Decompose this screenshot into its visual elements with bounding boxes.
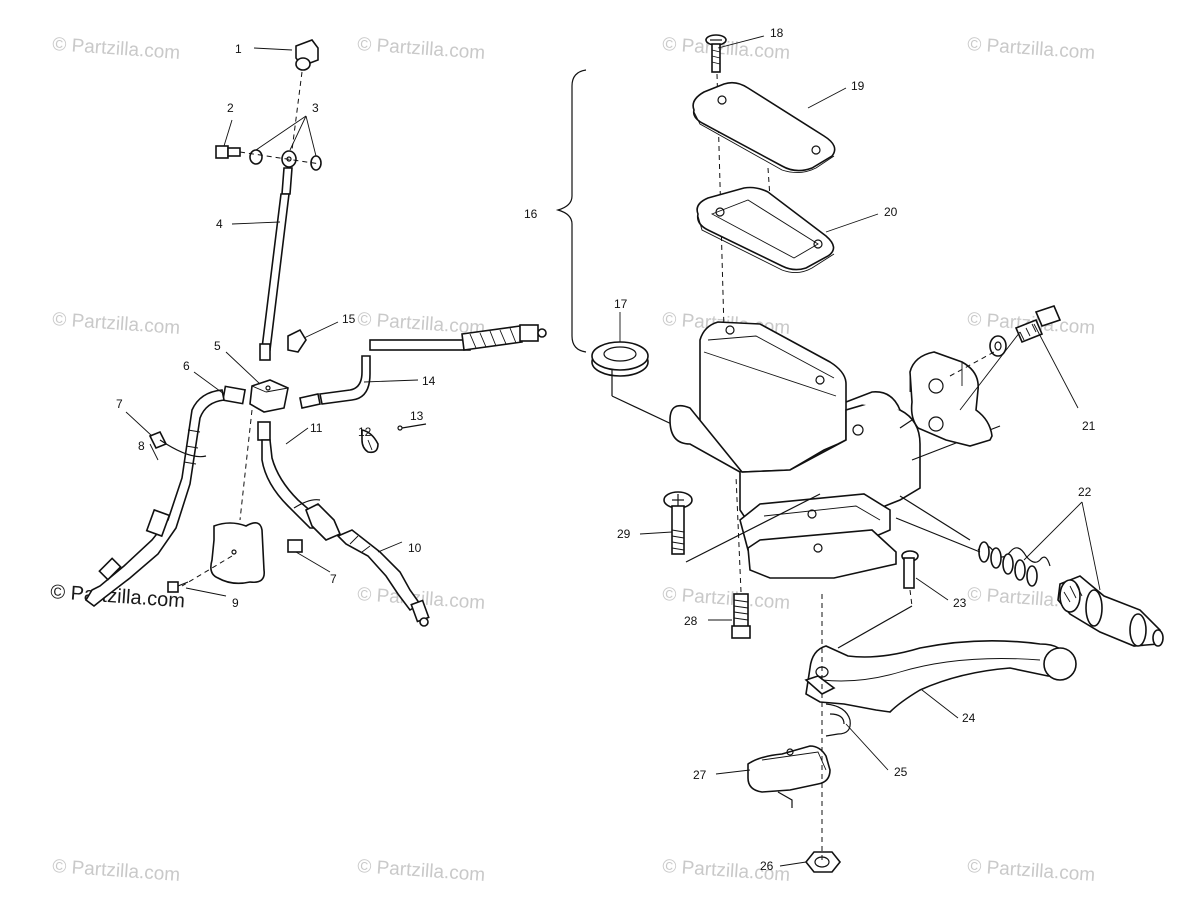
callout-25: 25 <box>894 765 908 779</box>
callout-24: 24 <box>962 711 976 725</box>
callout-12: 12 <box>358 425 372 439</box>
leader-lines <box>125 35 1101 867</box>
part-15-brake-switch <box>287 328 307 353</box>
part-27-switch-bracket <box>747 745 831 793</box>
callout-labels: 1 2 3 4 5 6 7 8 9 10 11 12 13 14 15 7 16… <box>116 26 1096 873</box>
watermark: © Partzilla.com <box>357 34 486 64</box>
callout-26: 26 <box>760 859 774 873</box>
part-14-hard-line <box>299 324 547 409</box>
part-8-left-hose <box>84 389 225 608</box>
callout-3: 3 <box>312 101 319 115</box>
callout-17: 17 <box>614 297 628 311</box>
watermark: © Partzilla.com <box>52 309 181 339</box>
watermark: © Partzilla.com <box>967 34 1096 64</box>
part-18-cover-screw <box>705 34 727 73</box>
watermark: © Partzilla.com <box>52 34 181 64</box>
watermark: © Partzilla.com <box>967 856 1096 886</box>
part-28-mounting-bolt <box>731 593 751 639</box>
callout-4: 4 <box>216 217 223 231</box>
rubber-pad <box>210 522 266 585</box>
part-22-spring-piston <box>977 541 1164 647</box>
master-cylinder-body <box>669 321 1001 579</box>
watermark: © Partzilla.com <box>357 856 486 886</box>
part-4-upper-hose <box>259 167 293 361</box>
part-23-pivot-bolt <box>901 550 919 589</box>
callout-9: 9 <box>232 596 239 610</box>
master-cylinder-assembly <box>555 34 1164 873</box>
callout-19: 19 <box>851 79 865 93</box>
callout-15: 15 <box>342 312 356 326</box>
part-7-hose-clamp <box>148 430 207 458</box>
brake-line-assembly <box>84 39 547 627</box>
callout-14: 14 <box>422 374 436 388</box>
callout-1: 1 <box>235 42 242 56</box>
watermarks: © Partzilla.com © Partzilla.com © Partzi… <box>50 34 1096 886</box>
part-7-hose-clamp <box>287 499 321 553</box>
part-13-screw <box>397 423 427 431</box>
part-20-diaphragm <box>696 186 835 273</box>
part-10-lower-hose <box>336 529 430 627</box>
part-1-banjo-fitting <box>295 39 319 71</box>
callout-16: 16 <box>524 207 538 221</box>
callout-8: 8 <box>138 439 145 453</box>
callout-7: 7 <box>116 397 123 411</box>
part-26-nut <box>804 851 842 873</box>
part-24-brake-lever <box>804 640 1077 713</box>
callout-11: 11 <box>310 421 323 435</box>
callout-20: 20 <box>884 205 898 219</box>
callout-22: 22 <box>1078 485 1092 499</box>
part-9-bolt <box>167 581 189 593</box>
callout-6: 6 <box>183 359 190 373</box>
callout-28: 28 <box>684 614 698 628</box>
part-12-clip <box>361 429 379 454</box>
callout-7: 7 <box>330 572 337 586</box>
part-2-banjo-bolt <box>215 145 241 159</box>
callout-5: 5 <box>214 339 221 353</box>
callout-10: 10 <box>408 541 422 555</box>
part-16-bracket <box>555 69 587 353</box>
part-5-junction-block <box>249 379 289 413</box>
callout-18: 18 <box>770 26 784 40</box>
part-11-right-hose <box>257 421 342 541</box>
part-29-mounting-bolt <box>663 491 693 555</box>
callout-13: 13 <box>410 409 424 423</box>
watermark: © Partzilla.com <box>52 856 181 886</box>
part-6-hose-fitting <box>222 385 246 405</box>
callout-23: 23 <box>953 596 967 610</box>
callout-21: 21 <box>1082 419 1096 433</box>
part-21-handlebar-clamp <box>909 305 1062 447</box>
callout-27: 27 <box>693 768 707 782</box>
part-19-reservoir-cover <box>692 81 836 173</box>
part-3-washers <box>249 149 322 171</box>
part-25-spring <box>825 703 851 737</box>
part-17-grommet <box>591 341 649 377</box>
callout-29: 29 <box>617 527 631 541</box>
watermark: © Partzilla.com <box>662 584 791 614</box>
callout-2: 2 <box>227 101 234 115</box>
